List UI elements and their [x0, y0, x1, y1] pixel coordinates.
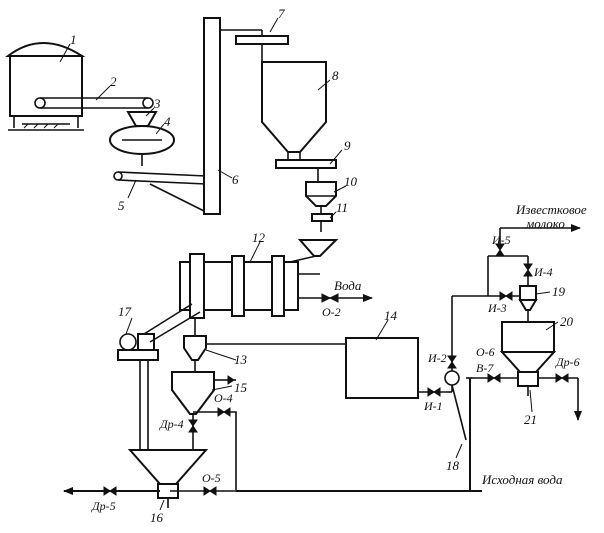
stream-lime-milk-label-line1: Известковое: [515, 202, 587, 217]
equipment-15-tank: [171, 371, 237, 490]
equipment-17-drive: [117, 303, 201, 450]
equipment-18-pump: [418, 296, 467, 441]
valve-v7-label: В-7: [476, 361, 494, 375]
label-13: 13: [234, 352, 248, 367]
equipment-5-feeder: [113, 171, 207, 213]
label-7: 7: [278, 6, 285, 21]
valve-labels: O-2 O-4 Др-4 O-5 Др-5 И-1 И-2 И-3 И-4 И-…: [91, 233, 580, 513]
equipment-1-bunker: [5, 42, 86, 131]
equipment-21-pump: [466, 371, 582, 421]
equipment-11-screw-feeder: [311, 206, 333, 232]
valve-dr4-label: Др-4: [159, 417, 184, 431]
valve-o2-label: O-2: [322, 305, 341, 319]
label-16: 16: [150, 510, 164, 525]
valve-i5-label: И-5: [491, 233, 511, 247]
stream-labels: Вода Известковое молоко Исходная вода: [334, 202, 587, 487]
equipment-7-conveyor: [220, 29, 289, 62]
valve-dr5-label: Др-5: [91, 499, 116, 513]
stream-source-water-label: Исходная вода: [481, 472, 563, 487]
label-8: 8: [332, 68, 339, 83]
equipment-4-crusher: [109, 125, 175, 166]
label-15: 15: [234, 380, 248, 395]
equipment-2-conveyor: [34, 97, 154, 109]
label-2: 2: [110, 74, 117, 89]
equipment-3-hopper: [126, 111, 158, 127]
equipment-20-mixer-tank: [499, 321, 557, 373]
label-9: 9: [344, 138, 351, 153]
equipment-13-separator: [183, 318, 346, 372]
label-10: 10: [344, 174, 358, 189]
label-12: 12: [252, 230, 266, 245]
label-14: 14: [384, 308, 398, 323]
label-19: 19: [552, 284, 566, 299]
label-6: 6: [232, 172, 239, 187]
valve-i4-label: И-4: [533, 265, 553, 279]
label-3: 3: [153, 96, 161, 111]
distribution-piping: [452, 224, 581, 301]
valve-o4-label: O-4: [214, 391, 233, 405]
label-20: 20: [560, 314, 574, 329]
main-water-line: [63, 378, 482, 496]
equipment-number-labels: 1 2 3 4 5 6 7 8 9 10 11 12 13 14 15 16 1…: [70, 6, 574, 525]
valve-dr6-label: Др-6: [555, 355, 580, 369]
label-18: 18: [446, 458, 460, 473]
equipment-9-feeder: [275, 159, 337, 182]
label-21: 21: [524, 412, 537, 427]
valve-i1-label: И-1: [423, 399, 443, 413]
equipment-14-tank: [345, 337, 419, 399]
label-4: 4: [164, 114, 171, 129]
label-5: 5: [118, 198, 125, 213]
equipment-8-silo: [261, 61, 327, 160]
label-1: 1: [70, 32, 77, 47]
label-17: 17: [118, 304, 132, 319]
equipment-19-cyclone: [518, 285, 538, 322]
valve-i2-label: И-2: [427, 351, 447, 365]
valve-o6-label: O-6: [476, 345, 495, 359]
equipment-10-doser: [305, 181, 337, 207]
label-11: 11: [336, 200, 348, 215]
valve-i3-label: И-3: [487, 301, 507, 315]
valve-o5-label: O-5: [202, 471, 221, 485]
stream-lime-milk-label-line2: молоко: [525, 216, 565, 231]
stream-water-label: Вода: [334, 278, 362, 293]
leader-lines: [59, 17, 559, 511]
equipment-6-elevator: [203, 17, 221, 215]
equipment-12-slaker: [179, 239, 373, 319]
